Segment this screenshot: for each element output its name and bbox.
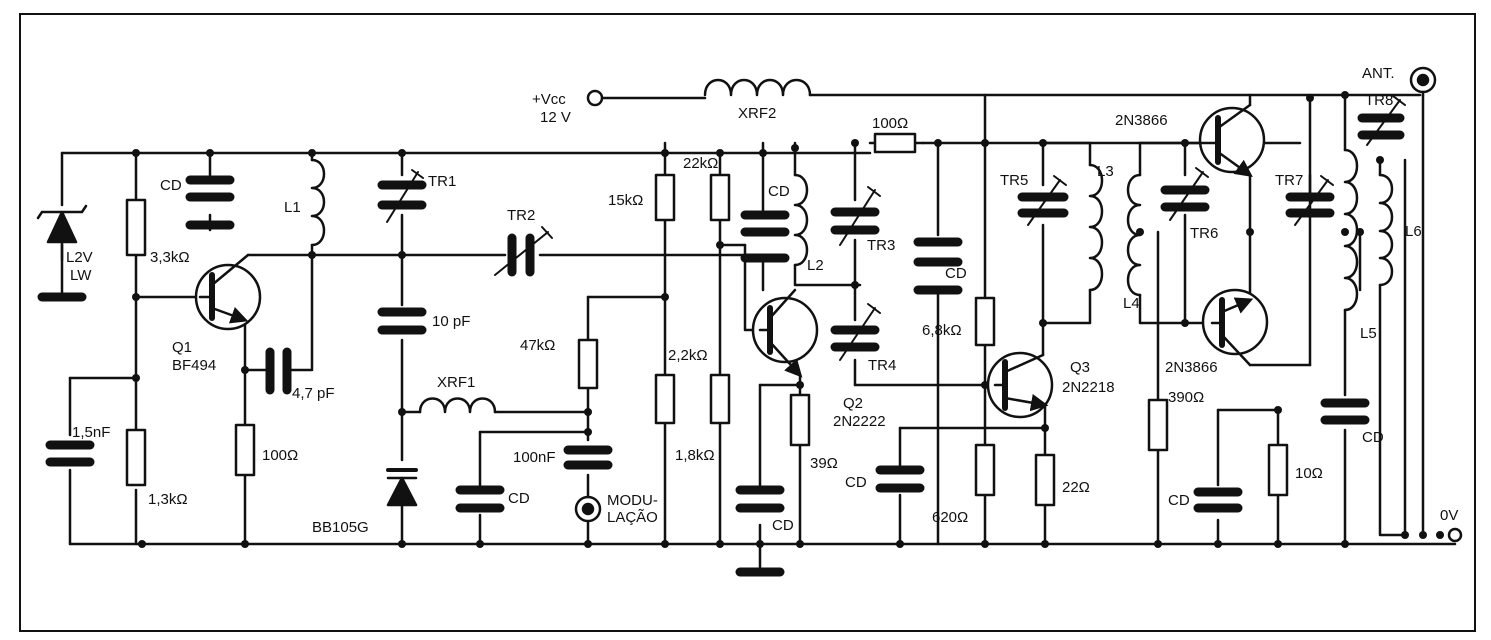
r12-label: 620Ω [932, 509, 968, 526]
resistor-r12 [974, 443, 996, 497]
zener-diode [36, 204, 88, 262]
transistor-q5 [1201, 288, 1269, 367]
q2-ref: Q2 [843, 395, 863, 412]
modulation-jack[interactable] [574, 495, 602, 523]
xrf2-label: XRF2 [738, 105, 776, 122]
r8-label: 1,8kΩ [675, 447, 715, 464]
r5-label: 15kΩ [608, 192, 643, 209]
antenna-label: ANT. [1362, 65, 1395, 82]
xrf1-label: XRF1 [437, 374, 475, 391]
r11-label: 6,8kΩ [922, 322, 962, 339]
inductors [310, 78, 1394, 414]
r4-label: 47kΩ [520, 337, 555, 354]
q1-ref: Q1 [172, 339, 192, 356]
varicap-label: BB105G [312, 519, 369, 536]
l3-label: L3 [1097, 163, 1114, 180]
c8-label: CD [772, 517, 794, 534]
c6-label: CD [508, 490, 530, 507]
resistor-r2 [125, 428, 147, 487]
r14-label: 390Ω [1168, 389, 1204, 406]
resistor-r9 [789, 393, 811, 447]
resistor-r4 [577, 338, 599, 390]
ground-label: 0V [1440, 507, 1458, 524]
c9-label: CD [945, 265, 967, 282]
c10-label: CD [845, 474, 867, 491]
c3-label: 4,7 pF [292, 385, 335, 402]
resistor-r6 [709, 173, 731, 222]
modulation-label-1: MODU- [607, 492, 658, 509]
l1-label: L1 [284, 199, 301, 216]
resistor-r8 [709, 373, 731, 425]
r10-label: 100Ω [872, 115, 908, 132]
q3-ref: Q3 [1070, 359, 1090, 376]
resistor-r11 [974, 296, 996, 347]
l4-label: L4 [1123, 295, 1140, 312]
resistor-r10 [873, 132, 917, 154]
q2-type: 2N2222 [833, 413, 886, 430]
trimmer-arrows [386, 95, 1406, 361]
r7-label: 2,2kΩ [668, 347, 708, 364]
antenna-jack[interactable] [1409, 66, 1437, 97]
r2-label: 1,3kΩ [148, 491, 188, 508]
q1-type: BF494 [172, 357, 216, 374]
r3-label: 100Ω [262, 447, 298, 464]
resistor-r13 [1034, 453, 1056, 507]
l6-label: L6 [1405, 223, 1422, 240]
tr3-label: TR3 [867, 237, 895, 254]
resistor-r14 [1147, 398, 1169, 452]
tr5-label: TR5 [1000, 172, 1028, 189]
tr2-label: TR2 [507, 207, 535, 224]
r9-label: 39Ω [810, 455, 838, 472]
tr4-label: TR4 [868, 357, 896, 374]
c11-label: CD [1168, 492, 1190, 509]
r15-label: 10Ω [1295, 465, 1323, 482]
zener-label-2: LW [70, 267, 92, 284]
resistor-r3 [234, 423, 256, 477]
c12-label: CD [1362, 429, 1384, 446]
r1-label: 3,3kΩ [150, 249, 190, 266]
varicap-diode [386, 468, 418, 507]
modulation-label-2: LAÇÃO [607, 509, 658, 526]
r6-label: 22kΩ [683, 155, 718, 172]
wires [60, 93, 1457, 576]
ground-terminal[interactable] [1447, 527, 1463, 543]
labels: +Vcc 12 V ANT. 0V MODU- LAÇÃO L2V LW BB1… [66, 65, 1458, 536]
supply-jack[interactable] [586, 89, 707, 107]
tr7-label: TR7 [1275, 172, 1303, 189]
q5-type: 2N3866 [1165, 359, 1218, 376]
capacitors [37, 113, 1405, 577]
zener-label-1: L2V [66, 249, 93, 266]
l5-label: L5 [1360, 325, 1377, 342]
tr6-label: TR6 [1190, 225, 1218, 242]
resistor-r5 [654, 173, 676, 222]
frame [19, 13, 1476, 632]
r13-label: 22Ω [1062, 479, 1090, 496]
q4-type: 2N3866 [1115, 112, 1168, 129]
tr1-label: TR1 [428, 173, 456, 190]
transistor-q3 [986, 351, 1054, 419]
junction-dots [132, 91, 1444, 548]
c1-label: CD [160, 177, 182, 194]
tr8-label: TR8 [1365, 92, 1393, 109]
resistor-r15 [1267, 443, 1289, 497]
resistor-r1 [125, 198, 147, 257]
c2-label: 1,5nF [72, 424, 110, 441]
c4-label: 10 pF [432, 313, 470, 330]
transistor-q2 [751, 288, 819, 378]
c7-label: CD [768, 183, 790, 200]
transistor-q1 [194, 253, 262, 331]
supply-label: +Vcc [532, 91, 566, 108]
supply-voltage: 12 V [540, 109, 571, 126]
c5-label: 100nF [513, 449, 556, 466]
q3-type: 2N2218 [1062, 379, 1115, 396]
transistor-q4 [1198, 103, 1266, 178]
resistor-r7 [654, 373, 676, 425]
l2-label: L2 [807, 257, 824, 274]
